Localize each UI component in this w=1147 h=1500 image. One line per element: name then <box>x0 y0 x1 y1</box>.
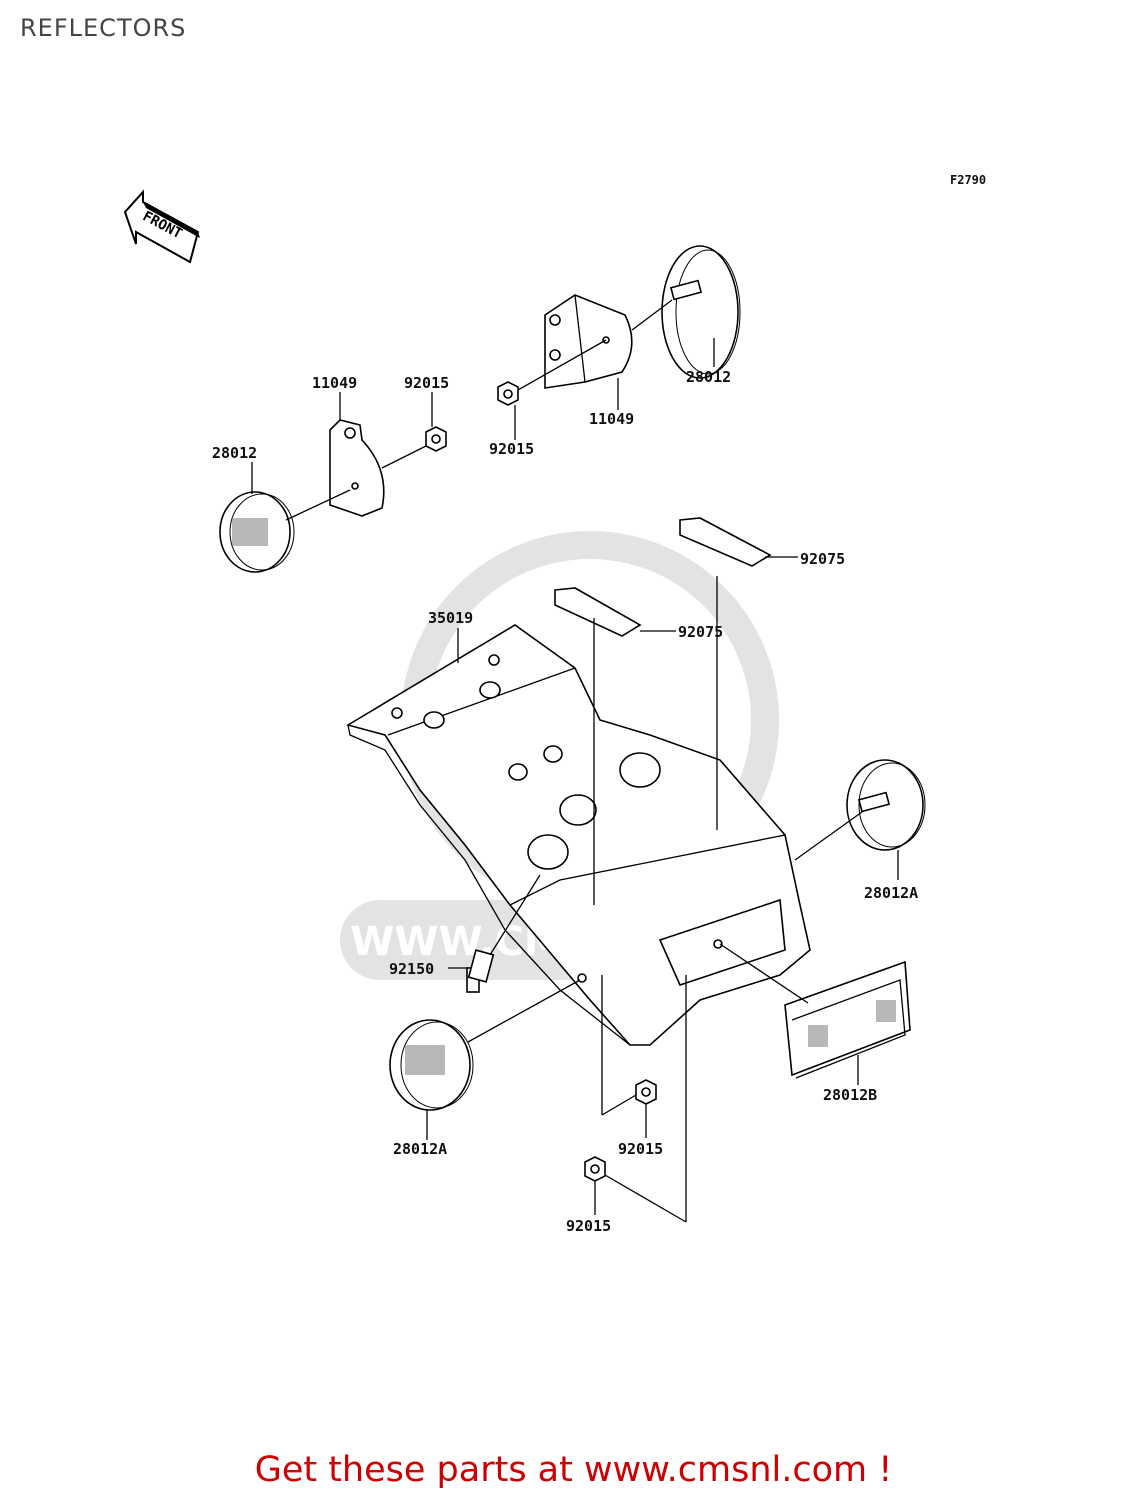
pad-lower <box>554 587 642 637</box>
parts-diagram: WWW.CMSNL.COM F2790 FRONT <box>123 173 986 1235</box>
callout-fender: 35019 <box>428 609 473 627</box>
nut-lower-b <box>584 1156 606 1182</box>
reflector-upper-right <box>661 245 741 379</box>
callout-nut-center: 92015 <box>489 440 534 458</box>
rear-reflector <box>784 960 911 1079</box>
rear-fender <box>345 624 811 1046</box>
bracket-upper-right <box>544 294 633 389</box>
bracket-upper-left <box>329 419 385 517</box>
bolt <box>466 949 495 993</box>
callout-bracket-right: 11049 <box>589 410 634 428</box>
reflector-upper-left <box>219 491 295 573</box>
call-to-action[interactable]: Get these parts at www.cmsnl.com ! <box>254 1450 893 1490</box>
callout-side-reflector-right: 28012A <box>864 884 918 902</box>
front-arrow-icon: FRONT <box>123 189 200 264</box>
nut-lower-a <box>635 1079 657 1105</box>
nut-center <box>497 381 519 406</box>
callout-bracket-left: 11049 <box>312 374 357 392</box>
callout-rear-reflector: 28012B <box>823 1086 877 1104</box>
side-reflector-right <box>846 759 926 851</box>
callout-pad-upper: 92075 <box>800 550 845 568</box>
callout-reflector-right: 28012 <box>686 368 731 386</box>
pad-upper <box>679 517 772 567</box>
nut-left <box>425 426 447 452</box>
callout-nut-lower-a: 92015 <box>618 1140 663 1158</box>
page-title: REFLECTORS <box>20 14 187 42</box>
callout-nut-left: 92015 <box>404 374 449 392</box>
callout-reflector-left: 28012 <box>212 444 257 462</box>
callout-nut-lower-b: 92015 <box>566 1217 611 1235</box>
side-reflector-left <box>389 1019 474 1111</box>
callout-side-reflector-left: 28012A <box>393 1140 447 1158</box>
callout-pad-lower: 92075 <box>678 623 723 641</box>
callout-bolt: 92150 <box>389 960 434 978</box>
figure-code: F2790 <box>950 173 986 187</box>
